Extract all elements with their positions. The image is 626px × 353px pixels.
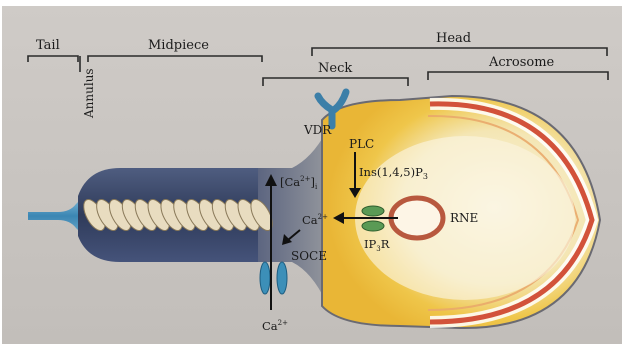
ip3r-receptor-top	[362, 206, 384, 216]
plc-label: PLC	[349, 137, 374, 151]
ip3r-receptor-bottom	[362, 221, 384, 231]
rne-label: RNE	[450, 211, 478, 225]
head-label: Head	[436, 31, 471, 46]
annulus-label: Annulus	[82, 68, 96, 119]
tail-label: Tail	[36, 38, 60, 53]
vdr-label: VDR	[303, 123, 332, 137]
soce-channel-left	[260, 262, 270, 294]
ca-intracellular-label: [Ca2+]i	[280, 175, 318, 191]
soce-label: SOCE	[291, 249, 327, 263]
ip3-label: Ins(1,4,5)P3	[359, 165, 428, 181]
midpiece-label: Midpiece	[148, 38, 209, 53]
rne-ring	[391, 198, 443, 238]
acrosome-label: Acrosome	[488, 55, 555, 70]
neck-label: Neck	[318, 61, 352, 76]
soce-channel-right	[277, 262, 287, 294]
